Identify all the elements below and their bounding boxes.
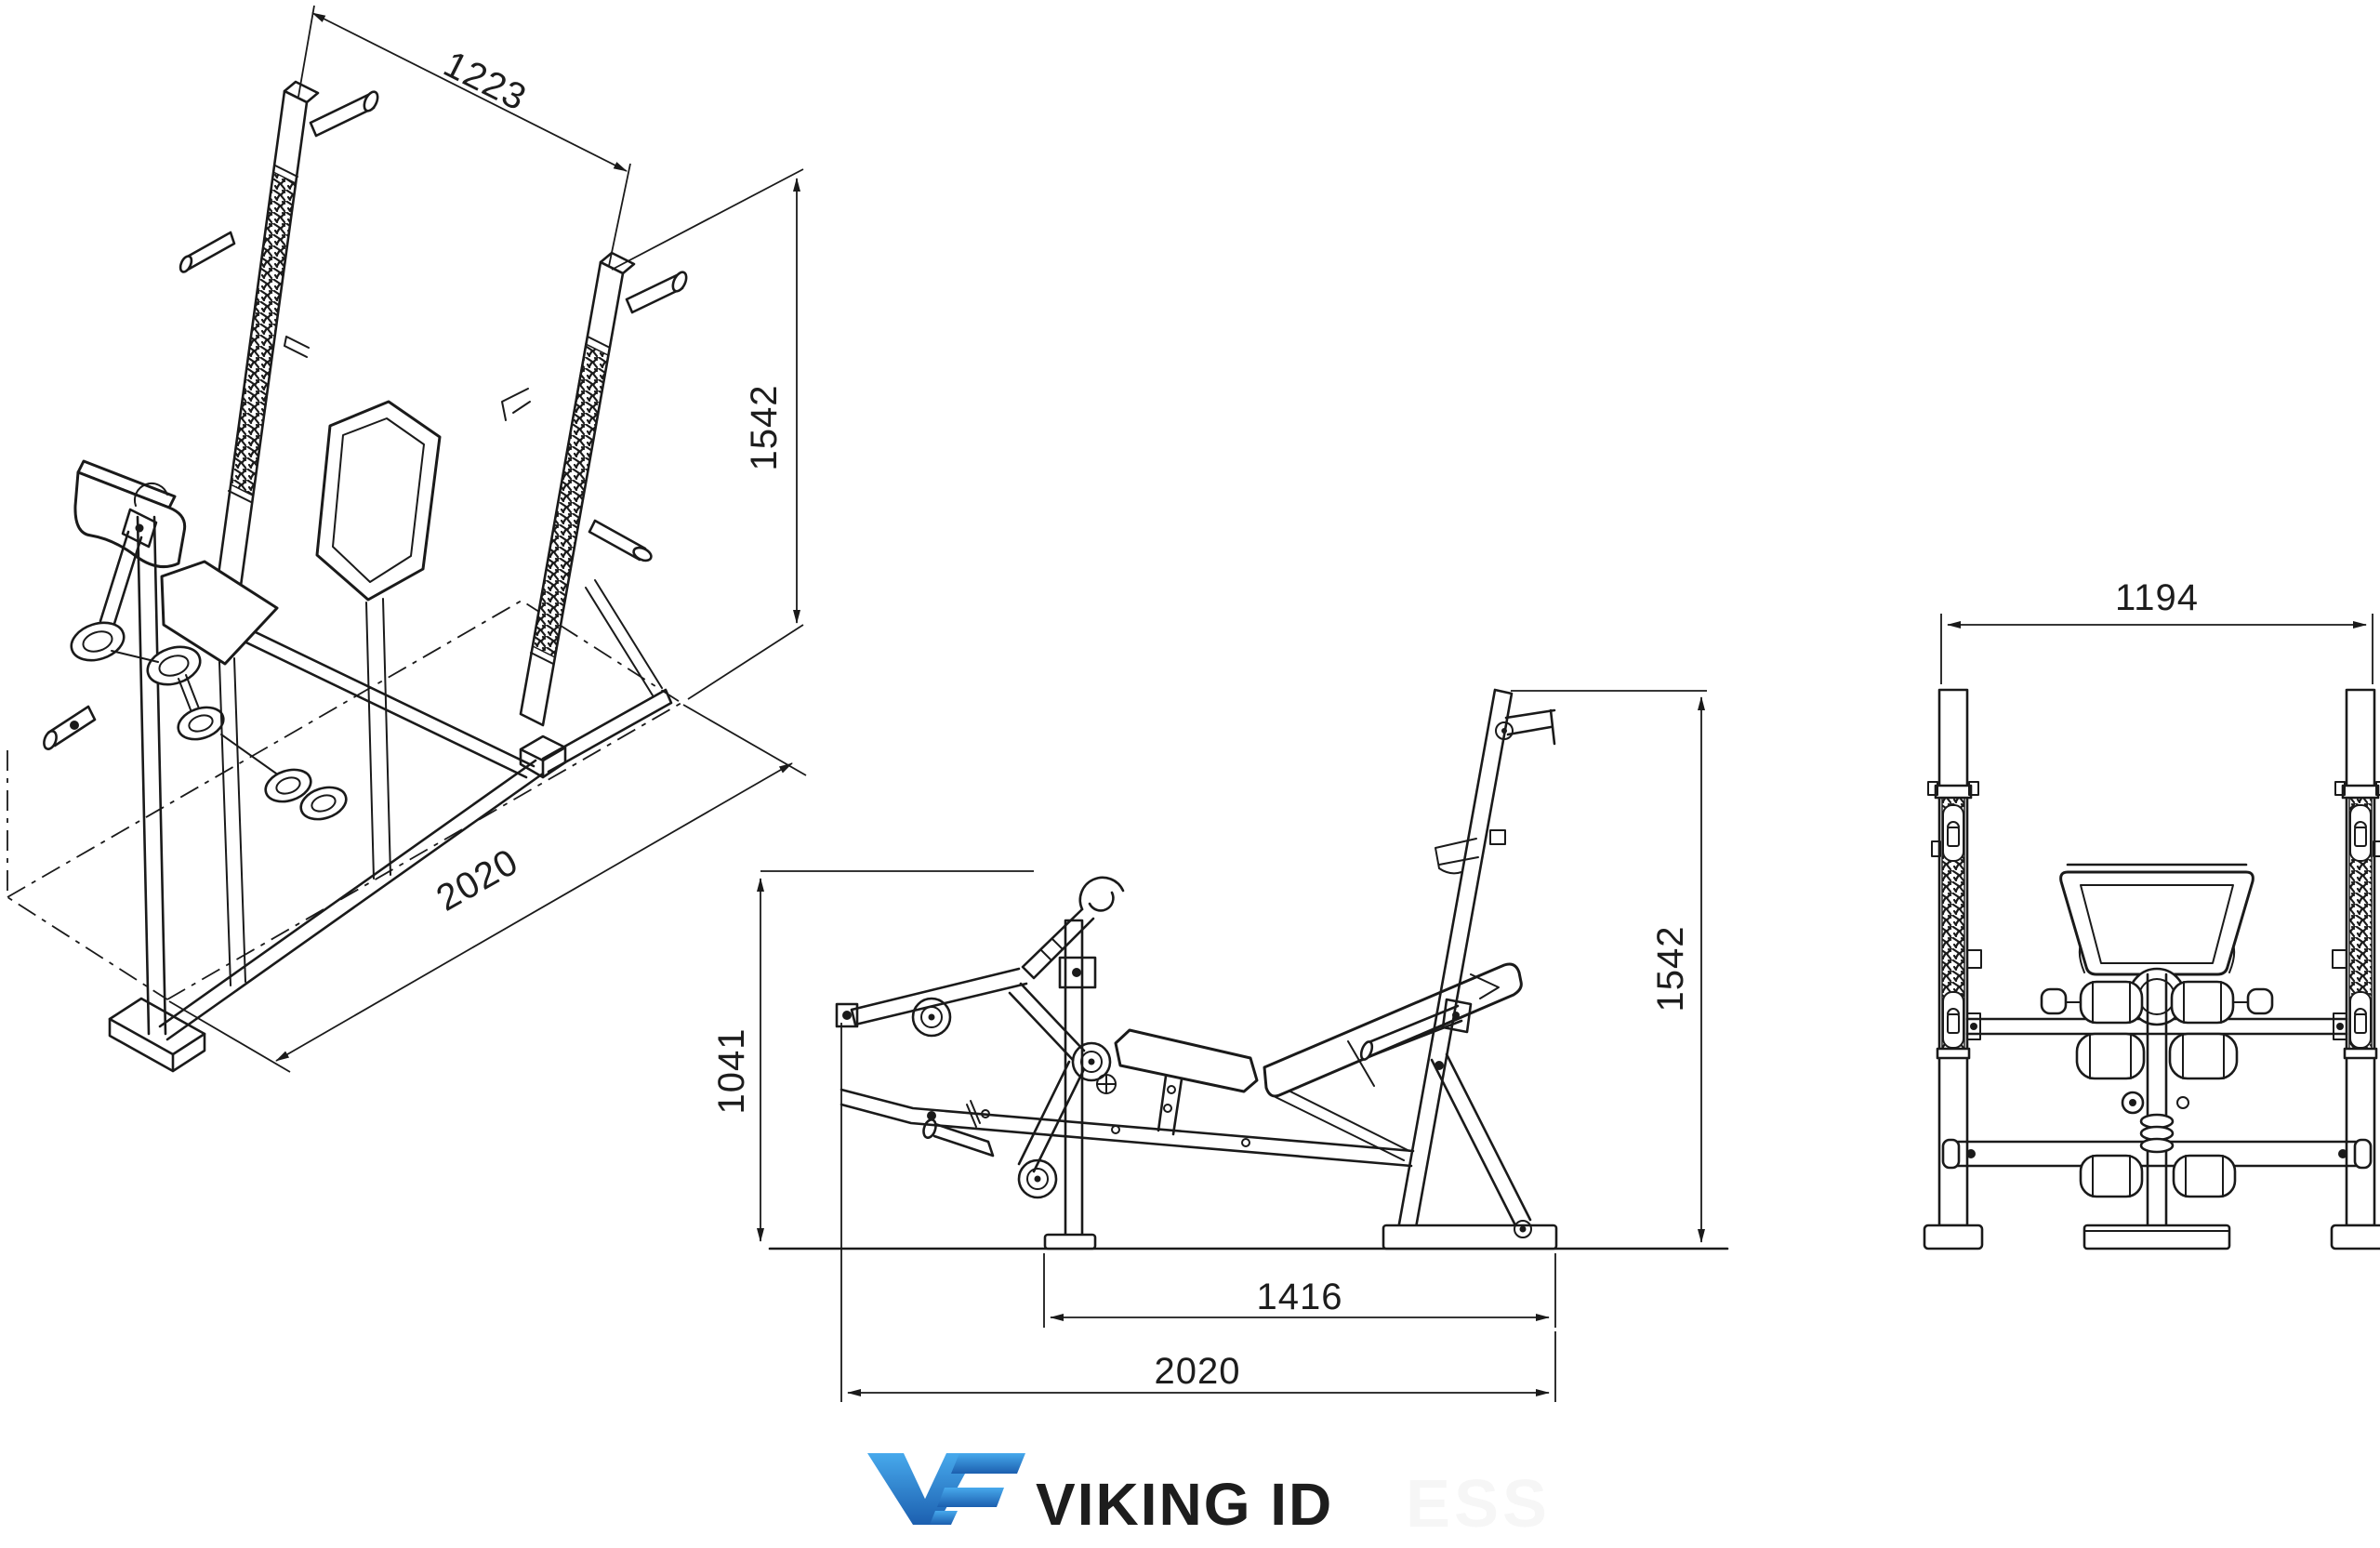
dim-text-1542-side: 1542 bbox=[1650, 926, 1691, 1012]
brand-name: VIKING ID bbox=[1036, 1471, 1333, 1538]
rear-upright bbox=[1359, 688, 1558, 1250]
brand-logo: VIKING ID ESS bbox=[867, 1453, 1551, 1541]
front-right-post bbox=[2330, 688, 2380, 1250]
dim-text-1194: 1194 bbox=[2115, 577, 2199, 618]
dimension-side-length: 2020 bbox=[840, 1023, 1556, 1402]
dimension-front-width: 1194 bbox=[1940, 577, 2373, 684]
back-pad bbox=[315, 400, 442, 602]
dimension-iso-height: 1542 bbox=[611, 168, 804, 700]
side-view: 1041 1542 1416 2020 bbox=[711, 688, 1729, 1402]
back-pad-side bbox=[1263, 962, 1523, 1098]
curl-arm bbox=[835, 967, 1117, 1199]
dimension-iso-width: 1223 bbox=[298, 5, 631, 267]
vf-logo-mark bbox=[867, 1453, 1025, 1525]
isometric-view: 1223 1542 2020 bbox=[7, 5, 807, 1073]
right-upright-post bbox=[501, 251, 688, 727]
dim-text-1041: 1041 bbox=[711, 1028, 752, 1115]
crossbars bbox=[1941, 1012, 2373, 1170]
dim-text-2020-side: 2020 bbox=[1155, 1351, 1241, 1392]
dim-text-2020-iso: 2020 bbox=[430, 841, 525, 920]
front-view: 1194 bbox=[1923, 577, 2380, 1250]
front-left-post bbox=[1923, 688, 1984, 1250]
seat-pad bbox=[160, 560, 279, 666]
main-beam bbox=[840, 1067, 1415, 1168]
dim-text-1542-iso: 1542 bbox=[744, 385, 785, 471]
center-assembly bbox=[2040, 863, 2274, 1250]
dim-text-1416: 1416 bbox=[1257, 1277, 1343, 1317]
dim-text-1223: 1223 bbox=[437, 44, 533, 119]
watermark-text: ESS bbox=[1406, 1467, 1551, 1541]
weight-horn-cap bbox=[363, 90, 379, 112]
dimension-side-handle-height: 1041 bbox=[711, 870, 1034, 1242]
dimension-side-wheelbase: 1416 bbox=[1043, 1253, 1556, 1328]
dimension-side-height: 1542 bbox=[1511, 690, 1707, 1243]
seat-pad-side bbox=[1114, 1028, 1259, 1093]
